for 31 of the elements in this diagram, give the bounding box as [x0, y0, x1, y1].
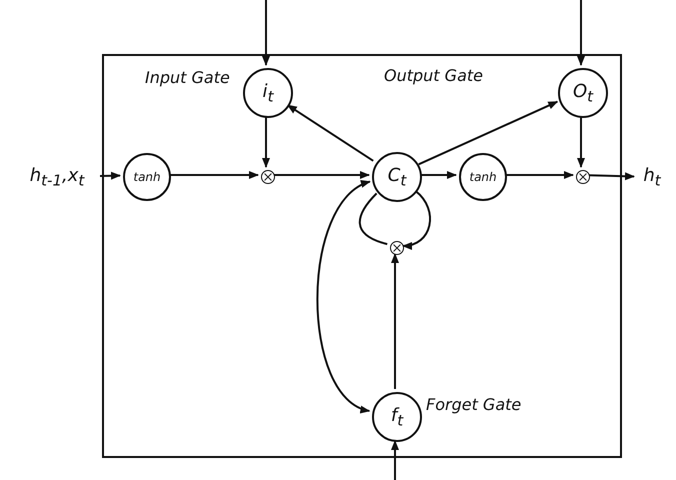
- signal-label: h$_{t-1}$,x$_{t}$: [17, 164, 97, 190]
- arrow: [391, 253, 399, 389]
- arrow: [588, 172, 635, 180]
- signal-label: h$_{t}$: [637, 164, 667, 190]
- arrow: [577, 0, 585, 66]
- arrow: [421, 171, 457, 179]
- arrow: [262, 117, 270, 168]
- arrow: [286, 104, 374, 162]
- arrow: [316, 180, 371, 412]
- arrow: [506, 171, 574, 179]
- arrow: [577, 117, 585, 168]
- gate-circle: f$_{t}$: [372, 392, 422, 442]
- gate-label: Forget Gate: [426, 395, 522, 414]
- arrow: [418, 100, 558, 166]
- arrow: [402, 190, 431, 250]
- gate-circle: i$_{t}$: [243, 68, 293, 118]
- gate-circle: O$_{t}$: [558, 68, 608, 118]
- activation-circle: tanh: [123, 153, 171, 201]
- gate-label: Output Gate: [384, 66, 483, 85]
- multiply-symbol: [261, 170, 275, 184]
- arrow: [391, 440, 399, 480]
- cell-frame: [102, 54, 622, 458]
- gate-label: Input Gate: [145, 68, 230, 87]
- arrow: [274, 171, 370, 179]
- arrow: [170, 171, 259, 179]
- gate-circle: C$_{t}$: [372, 152, 422, 202]
- arrow: [100, 172, 121, 180]
- activation-circle: tanh: [459, 153, 507, 201]
- multiply-symbol: [576, 170, 590, 184]
- multiply-symbol: [390, 241, 404, 255]
- arrow: [262, 0, 270, 66]
